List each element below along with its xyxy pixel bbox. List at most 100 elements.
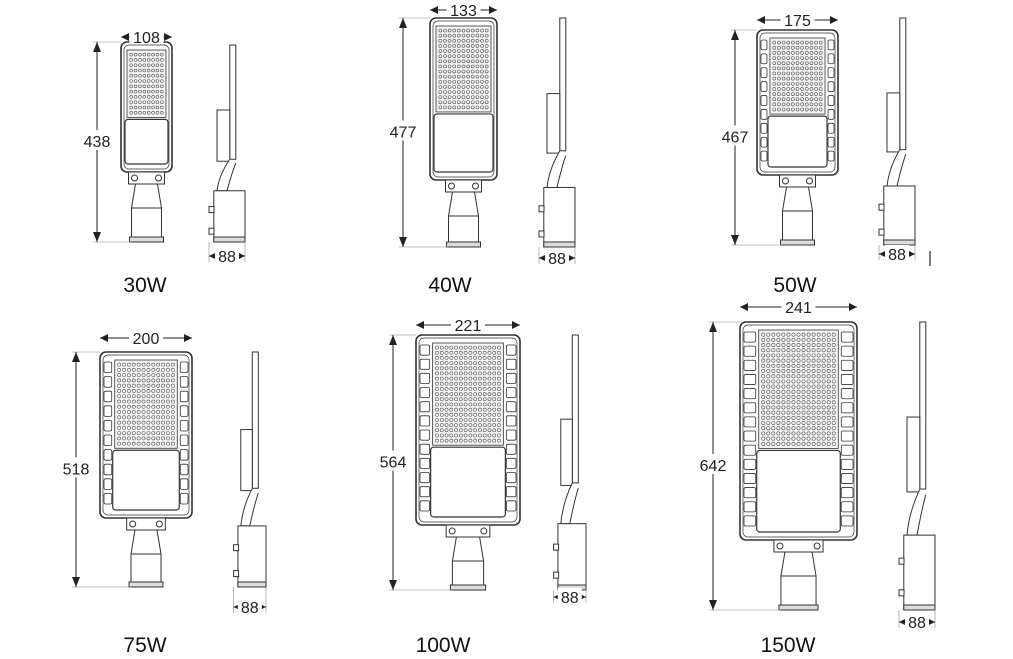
led-chip	[117, 399, 122, 404]
led-chip	[141, 362, 146, 367]
led-chip	[786, 358, 791, 363]
led-chip	[457, 44, 461, 48]
led-chip	[816, 431, 821, 436]
cooling-fin	[103, 463, 113, 476]
lamp-arm	[571, 334, 579, 484]
led-chip	[151, 415, 156, 420]
led-chip	[466, 64, 470, 69]
led-chip	[766, 353, 771, 358]
led-chip	[761, 369, 766, 373]
led-chip	[766, 384, 771, 389]
led-chip	[772, 76, 777, 81]
led-chip	[438, 38, 443, 43]
bolt-icon	[233, 544, 240, 552]
led-chip	[439, 350, 444, 355]
led-chip	[146, 373, 151, 378]
led-chip	[447, 85, 452, 89]
led-chip	[438, 85, 443, 89]
led-chip	[156, 362, 161, 367]
led-chip	[781, 102, 786, 107]
led-chip	[795, 81, 800, 86]
led-chip	[146, 378, 151, 383]
front-view	[415, 334, 521, 591]
led-chip	[796, 353, 801, 358]
led-chip	[449, 402, 454, 407]
led-chip	[772, 97, 777, 102]
led-chip	[133, 52, 138, 57]
led-chip	[131, 404, 136, 409]
led-chip	[796, 374, 801, 379]
led-chip	[786, 421, 791, 425]
led-chip	[492, 407, 497, 412]
led-chip	[786, 87, 791, 91]
led-chip	[166, 404, 170, 409]
led-chip	[151, 373, 156, 378]
depth-dimension: 88	[888, 247, 906, 264]
led-chip	[772, 87, 777, 91]
led-chip	[435, 418, 439, 422]
cooling-fin	[419, 486, 431, 498]
led-chip	[439, 423, 444, 427]
led-chip	[449, 376, 454, 381]
led-chip	[131, 394, 136, 399]
led-chip	[786, 107, 791, 112]
led-chip	[781, 431, 786, 436]
led-chip	[791, 374, 796, 379]
depth-dimension: 88	[908, 615, 926, 632]
led-chip	[804, 40, 809, 45]
led-chip	[170, 362, 175, 367]
led-chip	[136, 425, 141, 430]
led-chip	[457, 59, 461, 64]
led-chip	[161, 441, 165, 446]
led-chip	[831, 363, 836, 368]
led-chip	[475, 38, 480, 43]
led-chip	[766, 379, 771, 384]
cooling-fin	[103, 449, 113, 461]
led-chip	[781, 426, 786, 431]
led-chip	[804, 97, 809, 102]
led-chip	[806, 436, 811, 441]
led-chip	[129, 105, 133, 110]
led-chip	[463, 371, 468, 376]
led-chip	[777, 102, 781, 107]
led-chip	[475, 28, 480, 33]
led-chip	[131, 431, 136, 436]
led-chip	[800, 71, 804, 76]
led-chip	[492, 366, 497, 371]
led-chip	[156, 420, 161, 425]
led-chip	[776, 348, 781, 353]
led-chip	[776, 379, 781, 384]
led-chip	[468, 361, 473, 365]
led-chip	[818, 40, 823, 45]
led-chip	[117, 410, 122, 414]
led-chip	[444, 397, 449, 402]
led-chip	[470, 95, 475, 99]
led-chip	[438, 69, 443, 74]
led-chip	[122, 378, 126, 383]
led-chip	[772, 61, 777, 66]
led-chip	[156, 373, 161, 378]
led-chip	[497, 418, 501, 422]
led-chip	[826, 395, 831, 399]
led-chip	[131, 389, 136, 393]
led-chip	[133, 89, 138, 94]
led-chip	[814, 92, 818, 96]
led-chip	[816, 369, 821, 373]
led-chip	[156, 394, 161, 399]
led-chip	[443, 105, 447, 110]
front-view	[99, 351, 193, 588]
led-chip	[468, 350, 473, 355]
led-chip	[818, 97, 823, 102]
cooling-fin	[419, 443, 431, 455]
led-chip	[786, 71, 791, 76]
side-pole-adapter	[237, 525, 267, 588]
led-chip	[484, 85, 489, 89]
led-chip	[791, 40, 795, 45]
led-chip	[127, 394, 131, 399]
led-chip	[457, 100, 461, 105]
cooling-fin	[179, 463, 189, 476]
led-chip	[454, 387, 458, 391]
led-chip	[447, 69, 452, 74]
led-chip	[791, 337, 796, 342]
led-chip	[821, 358, 826, 363]
